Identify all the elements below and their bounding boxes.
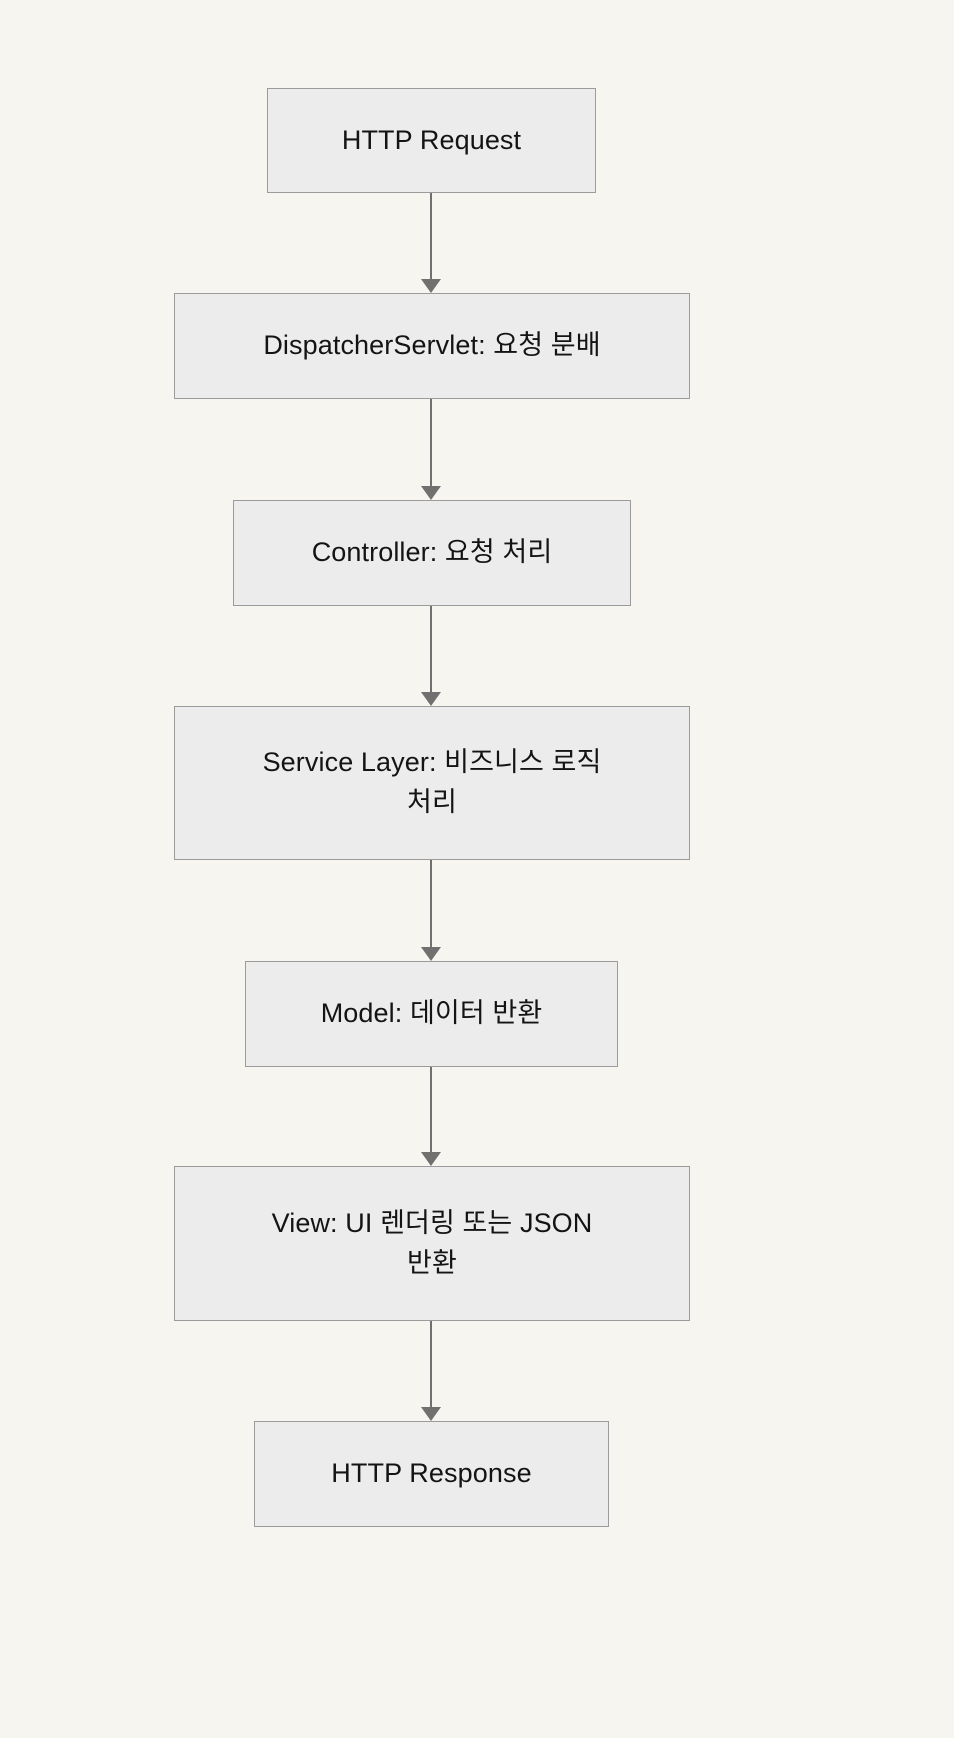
node-view[interactable]: View: UI 렌더링 또는 JSON 반환 bbox=[174, 1166, 690, 1321]
edge-model-to-view bbox=[430, 1067, 432, 1152]
node-http-response[interactable]: HTTP Response bbox=[254, 1421, 609, 1527]
arrowhead-icon-6 bbox=[421, 1407, 441, 1421]
edge-dispatcher-servlet-to-controller bbox=[430, 399, 432, 486]
arrowhead-icon-1 bbox=[421, 279, 441, 293]
edge-controller-to-service-layer bbox=[430, 606, 432, 692]
node-service-layer-label: Service Layer: 비즈니스 로직 처리 bbox=[262, 747, 602, 817]
node-dispatcher-servlet[interactable]: DispatcherServlet: 요청 분배 bbox=[174, 293, 690, 399]
arrowhead-icon-3 bbox=[421, 692, 441, 706]
node-model-label: Model: 데이터 반환 bbox=[320, 998, 543, 1029]
node-http-request[interactable]: HTTP Request bbox=[267, 88, 596, 193]
arrowhead-icon-4 bbox=[421, 947, 441, 961]
node-view-label: View: UI 렌더링 또는 JSON 반환 bbox=[271, 1207, 593, 1278]
edge-service-layer-to-model bbox=[430, 860, 432, 947]
edge-view-to-http-response bbox=[430, 1321, 432, 1407]
node-model[interactable]: Model: 데이터 반환 bbox=[245, 961, 618, 1067]
node-dispatcher-servlet-label: DispatcherServlet: 요청 분배 bbox=[263, 330, 601, 361]
node-service-layer[interactable]: Service Layer: 비즈니스 로직 처리 bbox=[174, 706, 690, 860]
node-http-request-label: HTTP Request bbox=[341, 124, 522, 155]
edge-http-request-to-dispatcher-servlet bbox=[430, 193, 432, 279]
arrowhead-icon-5 bbox=[421, 1152, 441, 1166]
node-controller[interactable]: Controller: 요청 처리 bbox=[233, 500, 631, 606]
node-controller-label: Controller: 요청 처리 bbox=[311, 537, 553, 568]
node-http-response-label: HTTP Response bbox=[331, 1458, 532, 1489]
arrowhead-icon-2 bbox=[421, 486, 441, 500]
